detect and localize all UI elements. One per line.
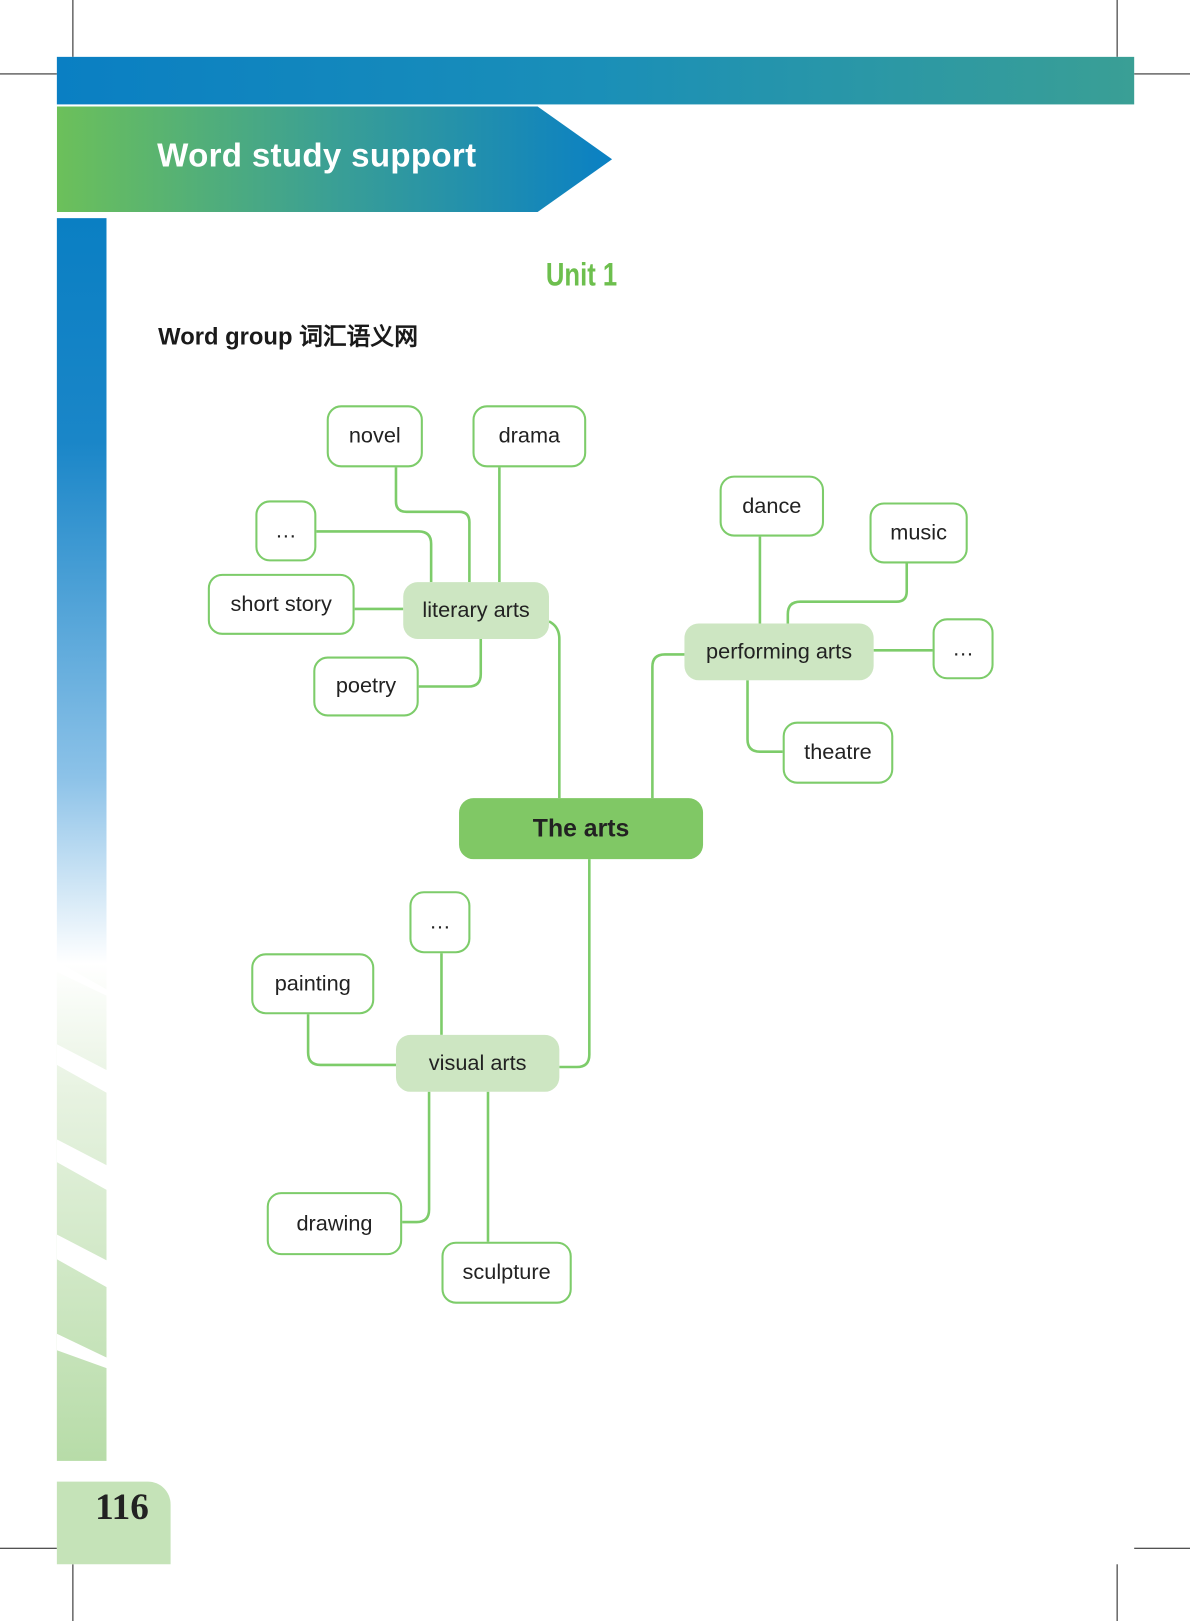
header-bar bbox=[56, 56, 1135, 105]
node-short-story: short story bbox=[207, 573, 355, 635]
line-drawing bbox=[402, 1091, 431, 1224]
node-root: The arts bbox=[459, 798, 704, 860]
node-performing-arts: performing arts bbox=[684, 623, 874, 681]
node-performing-etc: … bbox=[932, 618, 994, 680]
line-theatre bbox=[746, 680, 783, 753]
line-novel bbox=[394, 467, 471, 583]
crop-mark bbox=[1134, 1547, 1190, 1549]
section-heading: Word group 词汇语义网 bbox=[158, 322, 418, 350]
line-root-visual bbox=[559, 859, 591, 1069]
line-painting bbox=[306, 1014, 396, 1067]
node-novel: novel bbox=[326, 405, 423, 468]
crop-mark bbox=[72, 0, 74, 57]
title-ribbon bbox=[56, 104, 613, 212]
node-literary-etc: … bbox=[255, 500, 317, 562]
crop-mark bbox=[72, 1564, 74, 1621]
line-poetry bbox=[418, 638, 483, 688]
page-title: Word study support bbox=[157, 136, 477, 174]
line-lit-etc bbox=[316, 530, 433, 583]
page-number: 116 bbox=[95, 1485, 149, 1528]
crop-mark bbox=[1134, 73, 1190, 75]
unit-heading: Unit 1 bbox=[545, 256, 618, 293]
node-drama: drama bbox=[472, 405, 587, 468]
node-music: music bbox=[869, 502, 968, 564]
node-dance: dance bbox=[719, 475, 825, 537]
node-poetry: poetry bbox=[313, 656, 419, 717]
node-painting: painting bbox=[251, 953, 375, 1015]
crop-mark bbox=[1116, 0, 1118, 57]
crop-mark bbox=[0, 1547, 57, 1549]
side-stripes bbox=[56, 961, 109, 1369]
node-theatre: theatre bbox=[782, 721, 894, 784]
line-music bbox=[786, 563, 909, 624]
crop-mark bbox=[1116, 1564, 1118, 1621]
node-literary-arts: literary arts bbox=[403, 582, 550, 639]
page-number-tab bbox=[56, 1481, 171, 1565]
line-root-perf bbox=[651, 653, 685, 799]
node-visual-etc: … bbox=[409, 891, 471, 954]
line-lit-root bbox=[548, 620, 561, 799]
node-visual-arts: visual arts bbox=[395, 1034, 560, 1092]
node-sculpture: sculpture bbox=[441, 1241, 572, 1304]
crop-mark bbox=[0, 73, 57, 75]
node-drawing: drawing bbox=[266, 1192, 403, 1256]
